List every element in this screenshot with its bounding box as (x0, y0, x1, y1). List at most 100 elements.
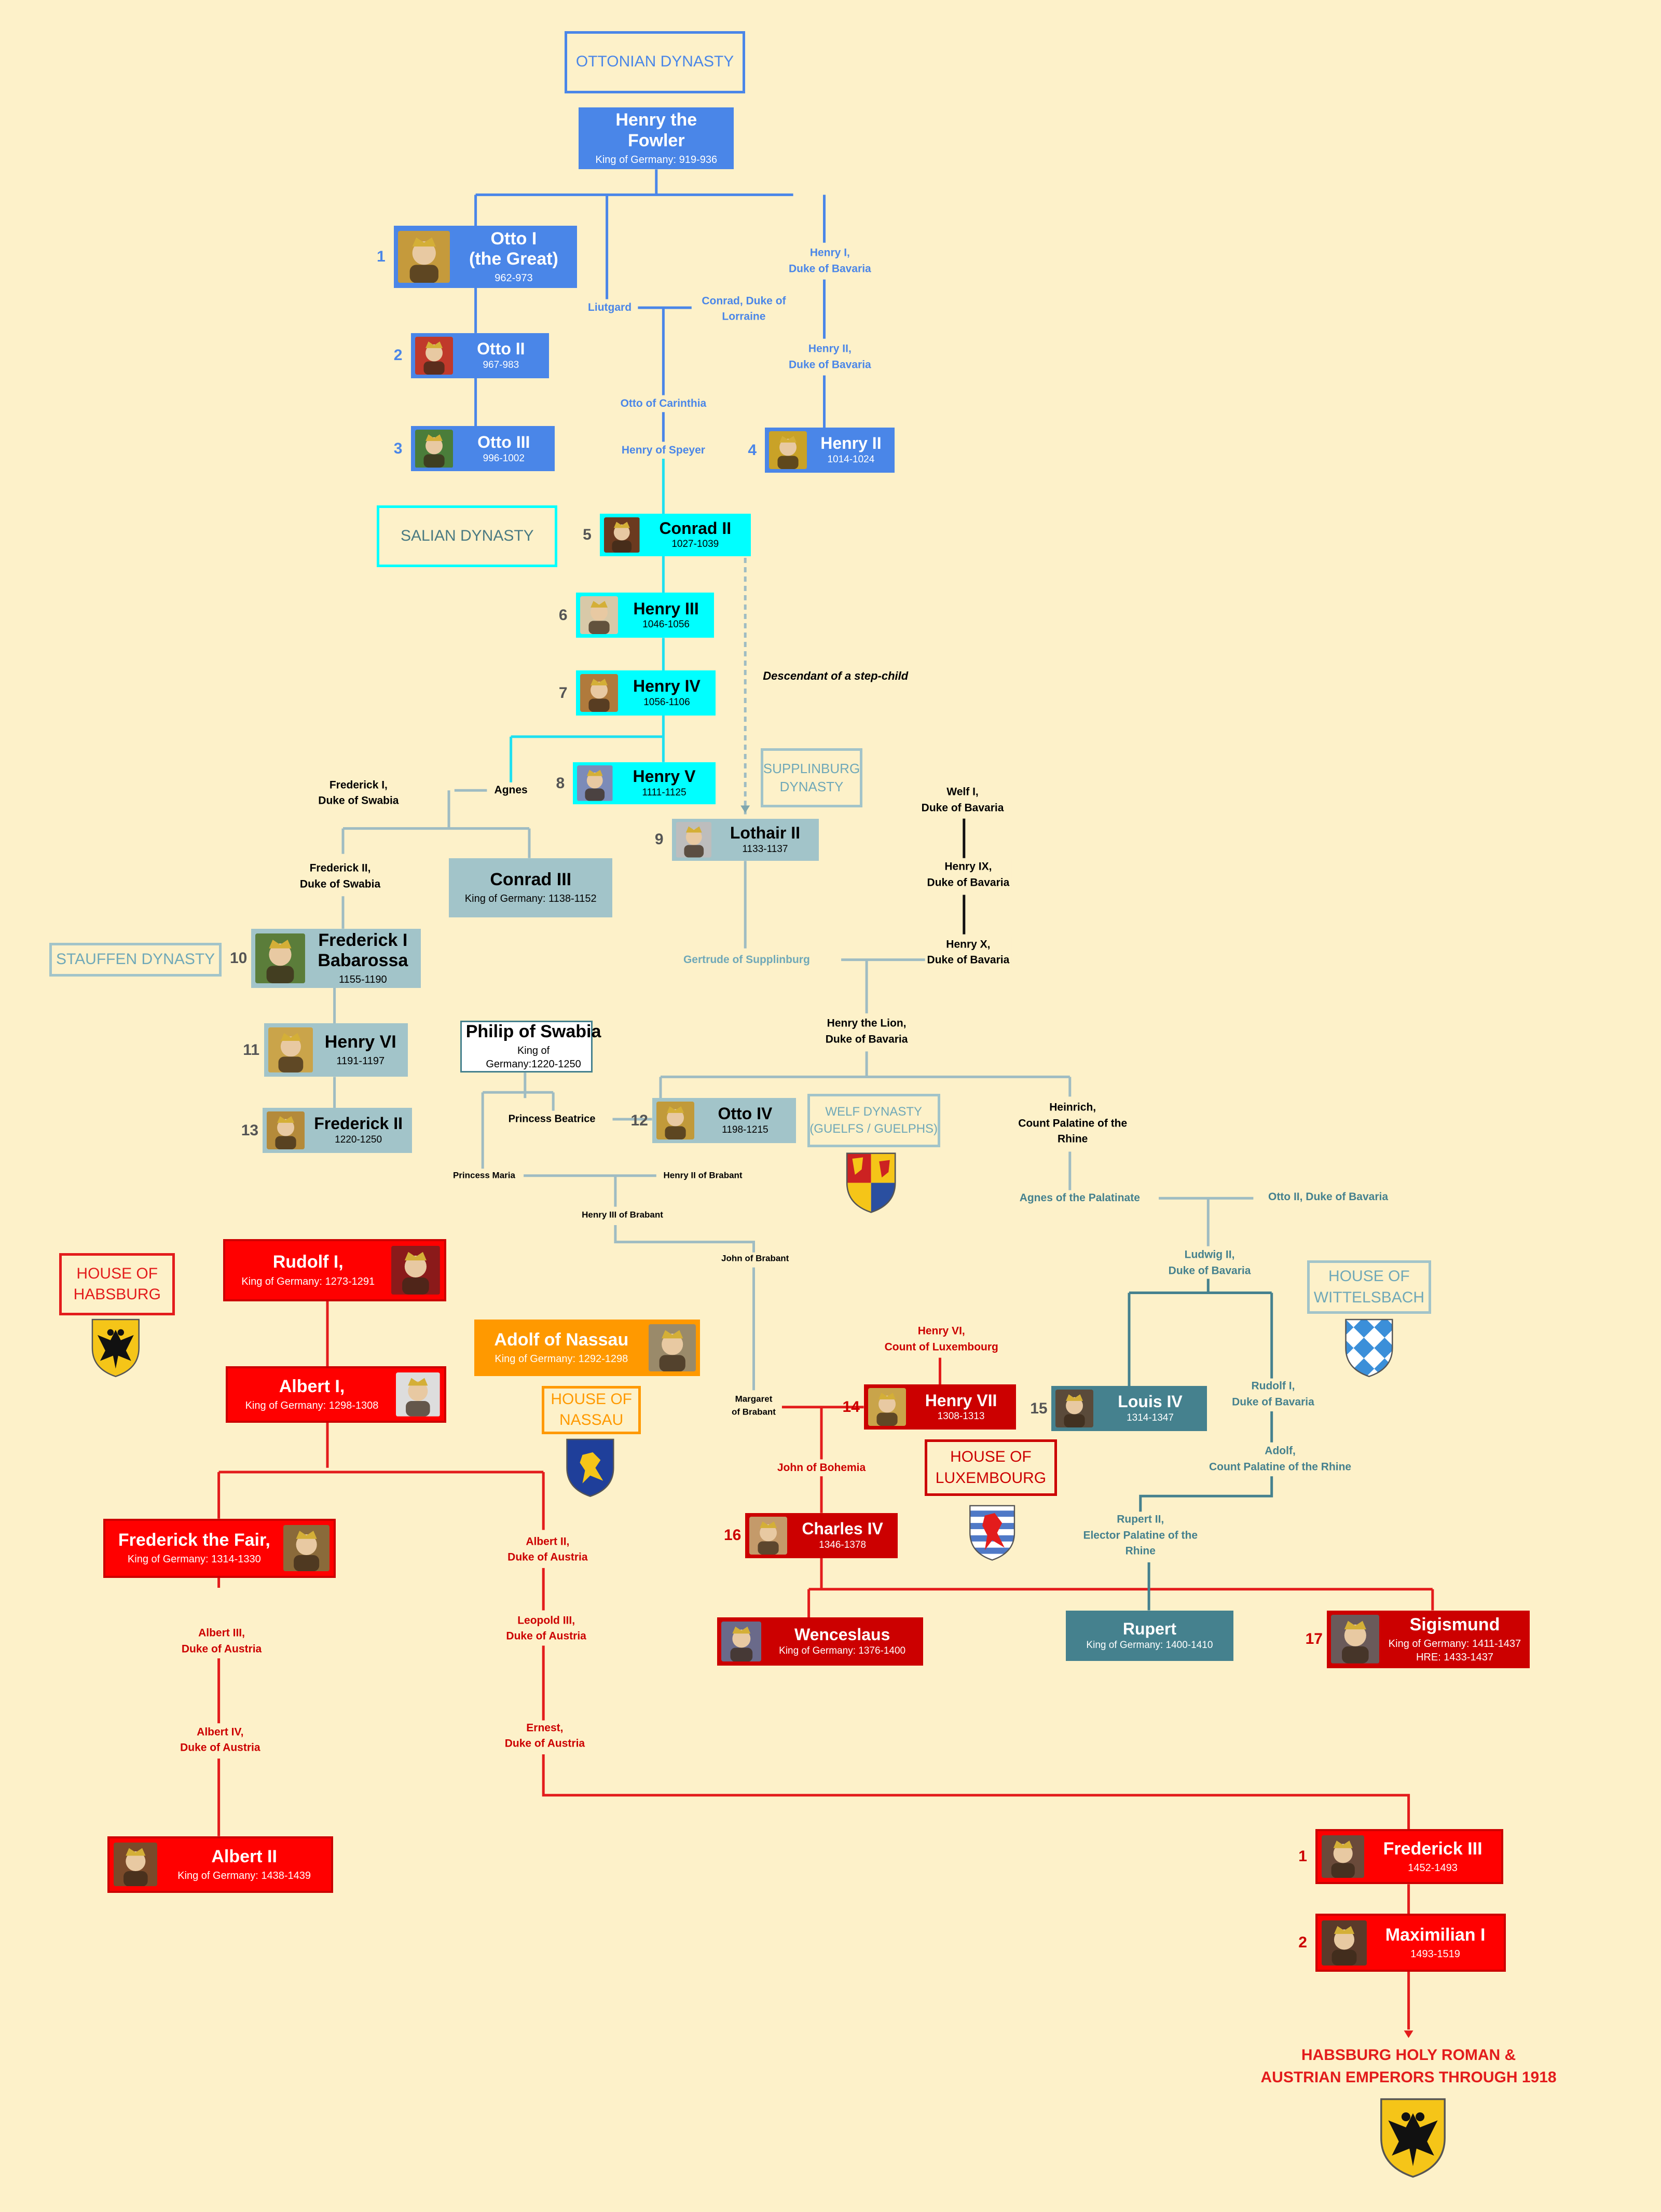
person-label-rupert-ii: Rupert II, Elector Palatine of the Rhine (1081, 1512, 1200, 1560)
ruler-name: Frederick II (314, 1114, 403, 1133)
ruler-box-frederick-fair: Frederick the Fair,King of Germany: 1314… (103, 1518, 336, 1578)
person-label-agnes: Agnes (492, 782, 530, 799)
emperor-number: 3 (393, 439, 403, 457)
luxembourg-lion-shield-icon (963, 1503, 1022, 1562)
house-welf-label: WELF DYNASTY (GUELFS / GUELPHS) (807, 1094, 940, 1148)
person-label-henry-ii-brabant: Henry II of Brabant (661, 1169, 745, 1183)
ruler-name: Maximilian I (1385, 1925, 1486, 1945)
ruler-reign-dates: King of Germany: 1376-1400 (779, 1645, 906, 1656)
ruler-reign-dates: King of Germany: 1411-1437 HRE: 1433-143… (1388, 1638, 1521, 1663)
emperor-number: 2 (393, 347, 403, 364)
ruler-reign-dates: King of Germany: 1273-1291 (241, 1275, 375, 1287)
house-wittelsbach-label: HOUSE OF WITTELSBACH (1307, 1260, 1432, 1314)
ruler-reign-dates: 1133-1137 (742, 843, 788, 855)
connector-line (614, 1225, 755, 1254)
portrait-image (391, 1246, 440, 1295)
person-label-princess-beatrice: Princess Beatrice (506, 1111, 598, 1127)
ruler-portrait-icon (395, 1372, 440, 1417)
ruler-portrait-icon (721, 1621, 762, 1662)
ruler-name: Otto I (the Great) (469, 228, 558, 269)
ruler-box-albert-i: Albert I,King of Germany: 1298-1308 (226, 1366, 446, 1423)
emperor-number: 12 (630, 1111, 648, 1129)
ruler-portrait-icon (769, 431, 807, 470)
imperial-eagle-shield-icon (1378, 2094, 1448, 2182)
ruler-name: Wenceslaus (794, 1625, 890, 1644)
person-label-agnes-palatinate: Agnes of the Palatinate (1017, 1190, 1142, 1206)
emperor-number: 9 (654, 831, 664, 848)
person-label-john-brabant: John of Brabant (719, 1252, 791, 1266)
connector-line (542, 1754, 1410, 1830)
portrait-image (255, 933, 306, 983)
portrait-image (268, 1027, 313, 1073)
house-nassau-label: HOUSE OF NASSAU (542, 1386, 641, 1434)
ruler-reign-dates: King of Germany: 1298-1308 (245, 1399, 379, 1411)
emperor-number: 4 (748, 441, 757, 459)
ruler-box-frederick-iii: Frederick III 1452-1493 (1315, 1829, 1503, 1885)
ruler-name: Conrad III (490, 870, 572, 890)
ruler-reign-dates: 1452-1493 (1408, 1862, 1458, 1874)
ruler-portrait-icon (268, 1027, 313, 1073)
habsburg-eagle-shield-icon (85, 1317, 147, 1379)
person-label-henry-ii-bavaria: Henry II, Duke of Bavaria (786, 341, 873, 373)
person-label-albert-iv-austria: Albert IV, Duke of Austria (178, 1724, 263, 1756)
ruler-name: Otto IV (718, 1104, 773, 1123)
ruler-reign-dates: King of Germany:1220-1250 (486, 1045, 581, 1070)
ruler-portrait-icon (283, 1525, 330, 1572)
ruler-reign-dates: 962-973 (495, 272, 533, 284)
ruler-reign-dates: 1198-1215 (722, 1124, 768, 1136)
ruler-portrait-icon (397, 230, 450, 283)
house-luxembourg-label: HOUSE OF LUXEMBOURG (924, 1439, 1058, 1496)
ruler-reign-dates: King of Germany: 1314-1330 (127, 1554, 261, 1565)
person-label-albert-ii-austria: Albert II, Duke of Austria (505, 1534, 590, 1565)
ruler-portrait-icon (868, 1388, 906, 1426)
ruler-name: Henry VII (925, 1391, 997, 1410)
portrait-image (868, 1388, 906, 1426)
person-label-henry-iii-brabant: Henry III of Brabant (580, 1208, 665, 1222)
ruler-reign-dates: 1314-1347 (1127, 1412, 1174, 1424)
emperor-number: 1 (1298, 1848, 1307, 1865)
emperor-number: 11 (243, 1041, 260, 1059)
habsburg-emperors-caption: HABSBURG HOLY ROMAN & AUSTRIAN EMPERORS … (1260, 2046, 1557, 2086)
ruler-name: Charles IV (802, 1519, 883, 1538)
ruler-name: Louis IV (1118, 1392, 1183, 1411)
emperor-number: 10 (229, 949, 248, 967)
person-label-otto-ii-bavaria: Otto II, Duke of Bavaria (1266, 1189, 1391, 1205)
ruler-reign-dates: 996-1002 (483, 452, 525, 464)
portrait-image (656, 1102, 694, 1140)
ruler-portrait-icon (415, 336, 453, 375)
ruler-name: Sigismund (1409, 1614, 1500, 1634)
portrait-image (283, 1525, 330, 1572)
portrait-image (1322, 1835, 1365, 1878)
ruler-reign-dates: 1111-1125 (642, 787, 687, 799)
ruler-name: Frederick III (1383, 1838, 1482, 1859)
emperor-number: 2 (1298, 1934, 1307, 1952)
person-label-henry-x: Henry X, Duke of Bavaria (925, 937, 1012, 969)
emperor-number: 17 (1305, 1630, 1323, 1648)
arrow-head (740, 805, 750, 813)
portrait-image (1322, 1920, 1367, 1966)
person-label-ernest-austria: Ernest, Duke of Austria (502, 1720, 587, 1752)
person-label-rudolf-i-bavaria: Rudolf I, Duke of Bavaria (1230, 1378, 1316, 1410)
ruler-name: Conrad II (659, 518, 732, 538)
person-label-henry-speyer: Henry of Speyer (619, 442, 707, 458)
person-label-welf-i: Welf I, Duke of Bavaria (919, 784, 1006, 816)
arrow-head (1404, 2030, 1413, 2038)
ruler-name: Albert II (211, 1846, 277, 1866)
ruler-reign-dates: 1308-1313 (937, 1411, 985, 1422)
person-label-adolf-palatine: Adolf, Count Palatine of the Rhine (1206, 1444, 1354, 1475)
ruler-name: Rudolf I, (272, 1252, 344, 1272)
ruler-portrait-icon (1322, 1920, 1367, 1966)
welf-lions-shield-icon (844, 1150, 898, 1215)
